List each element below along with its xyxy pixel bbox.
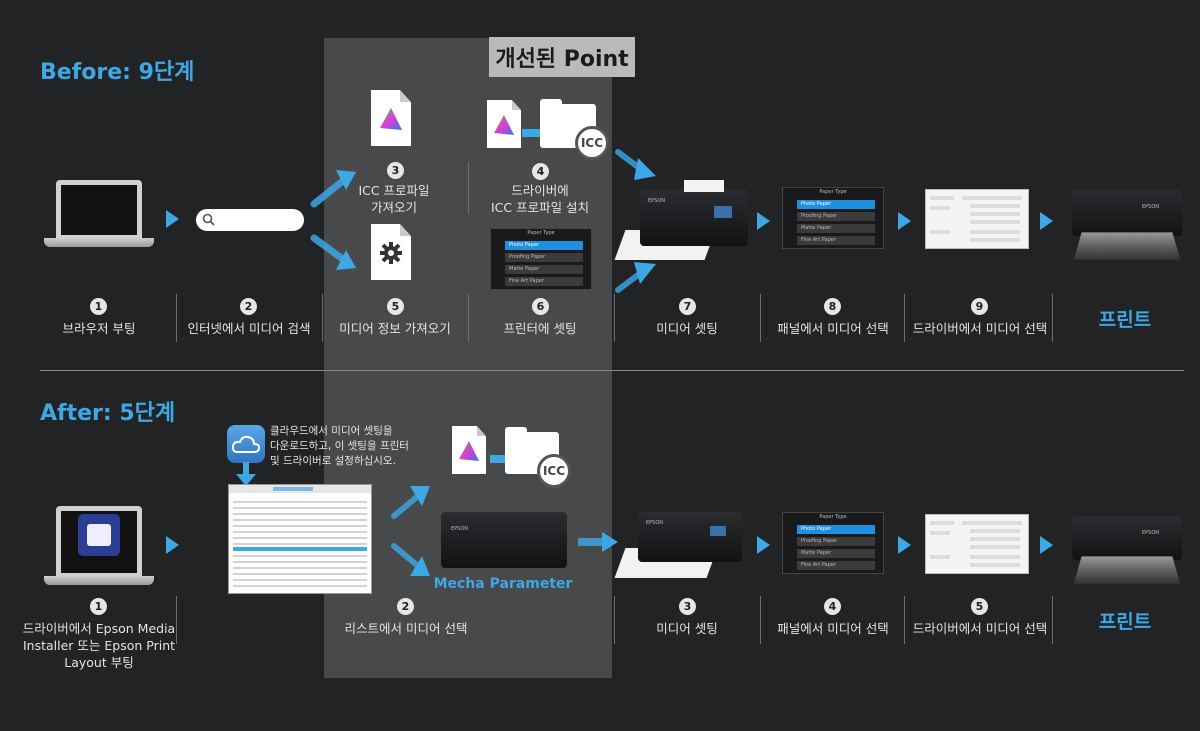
before-title: Before: 9단계 bbox=[40, 60, 195, 85]
arrow-right-icon bbox=[898, 536, 911, 554]
printer-output-icon: EPSON bbox=[1072, 516, 1182, 560]
step-badge: 8 bbox=[824, 298, 841, 315]
cloud-app-icon bbox=[227, 425, 265, 463]
laptop-base bbox=[44, 576, 154, 585]
split-arrows bbox=[310, 170, 356, 270]
step-label: 프린터에 셋팅 bbox=[503, 321, 577, 336]
driver-screenshot bbox=[925, 189, 1029, 249]
step-label: 패널에서 미디어 선택 bbox=[777, 321, 889, 336]
step-label: 드라이버에서 미디어 선택 bbox=[912, 321, 1048, 336]
arrow-right-icon bbox=[898, 212, 911, 230]
step-badge: 3 bbox=[679, 598, 696, 615]
step-label: 미디어 셋팅 bbox=[656, 321, 718, 336]
step-badge: 5 bbox=[971, 598, 988, 615]
section-divider bbox=[40, 370, 1184, 371]
step-label: 드라이버에서 미디어 선택 bbox=[912, 621, 1048, 636]
step-badge: 1 bbox=[90, 598, 107, 615]
step-label: 패널에서 미디어 선택 bbox=[777, 621, 889, 636]
laptop-icon bbox=[56, 180, 142, 238]
step-label: 미디어 셋팅 bbox=[656, 621, 718, 636]
step-label: 브라우저 부팅 bbox=[62, 321, 136, 336]
print-label: 프린트 bbox=[1098, 309, 1152, 331]
arrow-right-icon bbox=[757, 212, 770, 230]
after-title: After: 5단계 bbox=[40, 401, 176, 426]
icc-badge-icon: ICC bbox=[575, 126, 609, 160]
mecha-parameter-label: Mecha Parameter bbox=[433, 576, 573, 592]
gear-icon bbox=[380, 242, 402, 264]
printer-panel-screenshot: Paper Type Photo Paper Proofing Paper Ma… bbox=[490, 228, 592, 290]
arrow-right-icon bbox=[578, 532, 618, 552]
panel-media-screenshot: Paper Type Photo Paper Proofing Paper Ma… bbox=[782, 187, 884, 249]
search-icon bbox=[202, 213, 215, 226]
cloud-icon bbox=[232, 435, 260, 453]
arrow-right-icon bbox=[1040, 212, 1053, 230]
step-badge: 2 bbox=[397, 598, 414, 615]
printer-icon: EPSON bbox=[638, 512, 742, 562]
step-badge: 5 bbox=[387, 298, 404, 315]
printer-output-icon: EPSON bbox=[1072, 190, 1182, 236]
arrow-right-icon bbox=[757, 536, 770, 554]
arrow-right-icon bbox=[166, 210, 179, 228]
step-badge: 1 bbox=[90, 298, 107, 315]
printer-icon: EPSON bbox=[640, 190, 748, 246]
step-label: 리스트에서 미디어 선택 bbox=[344, 621, 468, 636]
media-list-screenshot bbox=[228, 484, 372, 594]
search-bar bbox=[196, 209, 304, 231]
step-label: 미디어 정보 가져오기 bbox=[339, 321, 451, 336]
step-badge: 9 bbox=[971, 298, 988, 315]
step-badge: 4 bbox=[824, 598, 841, 615]
arrow-right-icon bbox=[166, 536, 179, 554]
split-arrows bbox=[391, 486, 430, 576]
driver-screenshot bbox=[925, 514, 1029, 574]
step-badge: 6 bbox=[532, 298, 549, 315]
step-badge: 3 bbox=[387, 162, 404, 179]
icc-badge-icon: ICC bbox=[537, 454, 571, 488]
arrow-right-icon bbox=[1040, 536, 1053, 554]
laptop-base bbox=[44, 238, 154, 247]
printer-icon: EPSON bbox=[441, 512, 567, 568]
printed-photo bbox=[1073, 232, 1181, 260]
step-badge: 7 bbox=[679, 298, 696, 315]
merge-arrows bbox=[615, 149, 656, 293]
panel-media-screenshot: Paper Type Photo Paper Proofing Paper Ma… bbox=[782, 512, 884, 574]
step-badge: 2 bbox=[240, 298, 257, 315]
improved-point-title: 개선된 Point bbox=[489, 37, 635, 77]
step-badge: 4 bbox=[532, 163, 549, 180]
media-installer-app-icon bbox=[78, 514, 120, 556]
print-label: 프린트 bbox=[1098, 611, 1152, 633]
step-label: 인터넷에서 미디어 검색 bbox=[187, 321, 311, 336]
printed-photo bbox=[1073, 556, 1181, 584]
arrow-down-icon bbox=[236, 462, 256, 486]
